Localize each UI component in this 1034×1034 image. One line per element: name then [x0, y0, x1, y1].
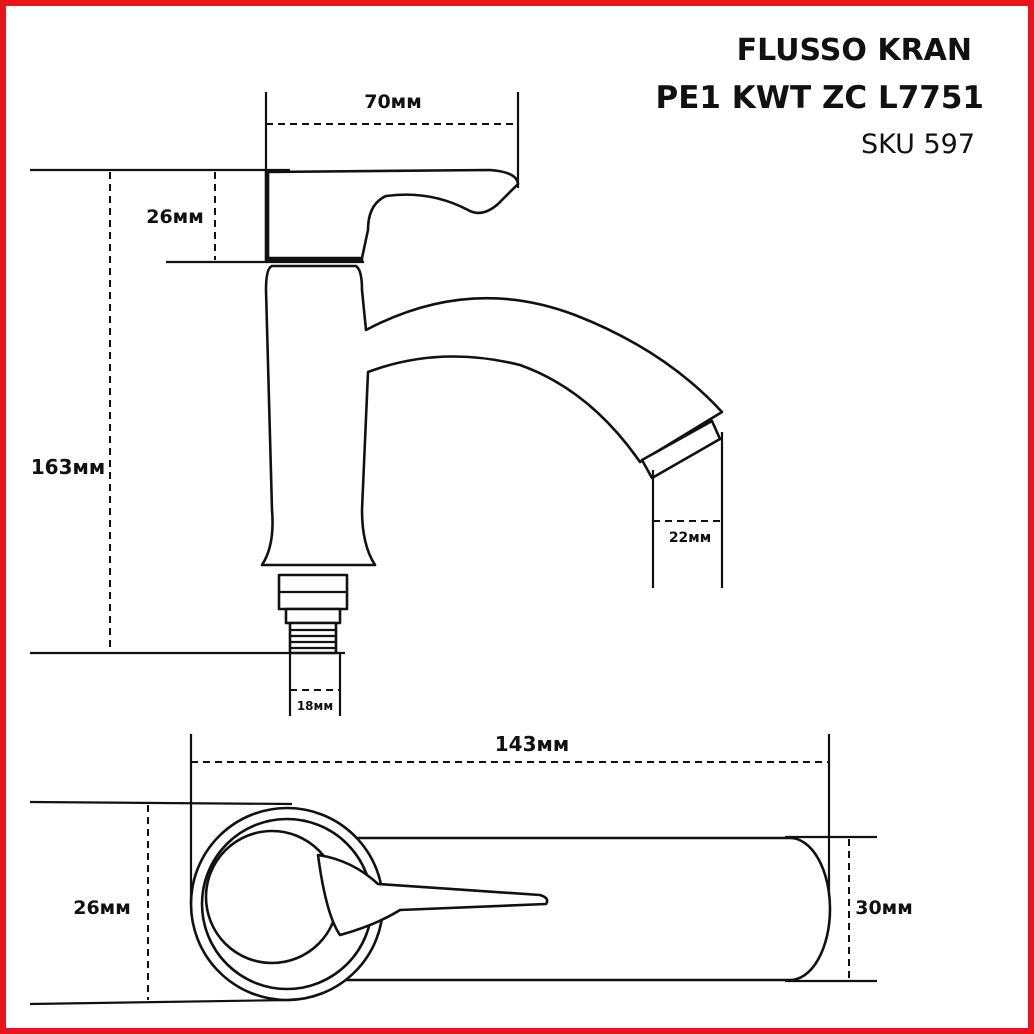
dimension-thread-diameter: 18мм	[288, 653, 342, 716]
handle-lever-top	[316, 853, 549, 937]
label-thread-diameter: 18мм	[297, 699, 333, 713]
product-model: PE1 KWT ZC L7751	[656, 80, 984, 116]
handle-lever	[266, 168, 520, 260]
dimension-total-height: 163мм	[30, 172, 345, 655]
label-spout-outlet: 22мм	[669, 530, 711, 546]
dimension-handle-height-side: 26мм	[30, 168, 364, 264]
fitting-washer	[284, 607, 342, 625]
label-handle-height-top: 26мм	[73, 897, 131, 919]
dimension-total-length: 143мм	[189, 732, 831, 904]
faucet-body	[260, 264, 724, 567]
base-inner-ring	[204, 829, 340, 965]
label-total-length: 143мм	[495, 732, 569, 756]
label-total-height: 163мм	[31, 455, 105, 479]
spout-top-body	[288, 836, 832, 982]
dimension-handle-length: 70мм	[264, 91, 520, 188]
spout-aerator	[640, 419, 722, 480]
label-handle-length: 70мм	[364, 91, 422, 113]
product-sku: SKU 597	[861, 129, 975, 160]
product-title: FLUSSO KRAN	[737, 33, 972, 68]
label-handle-height-side: 26мм	[146, 206, 204, 228]
technical-drawing: FLUSSO KRAN PE1 KWT ZC L7751 SKU 597 70м…	[29, 33, 984, 1006]
dimension-handle-height-top: 26мм	[29, 800, 293, 1006]
faucet-side-view	[260, 168, 724, 655]
label-body-width: 30мм	[855, 897, 913, 919]
dimension-spout-outlet: 22мм	[651, 432, 724, 588]
dimension-body-width: 30мм	[785, 835, 913, 983]
faucet-top-view	[189, 806, 832, 1002]
